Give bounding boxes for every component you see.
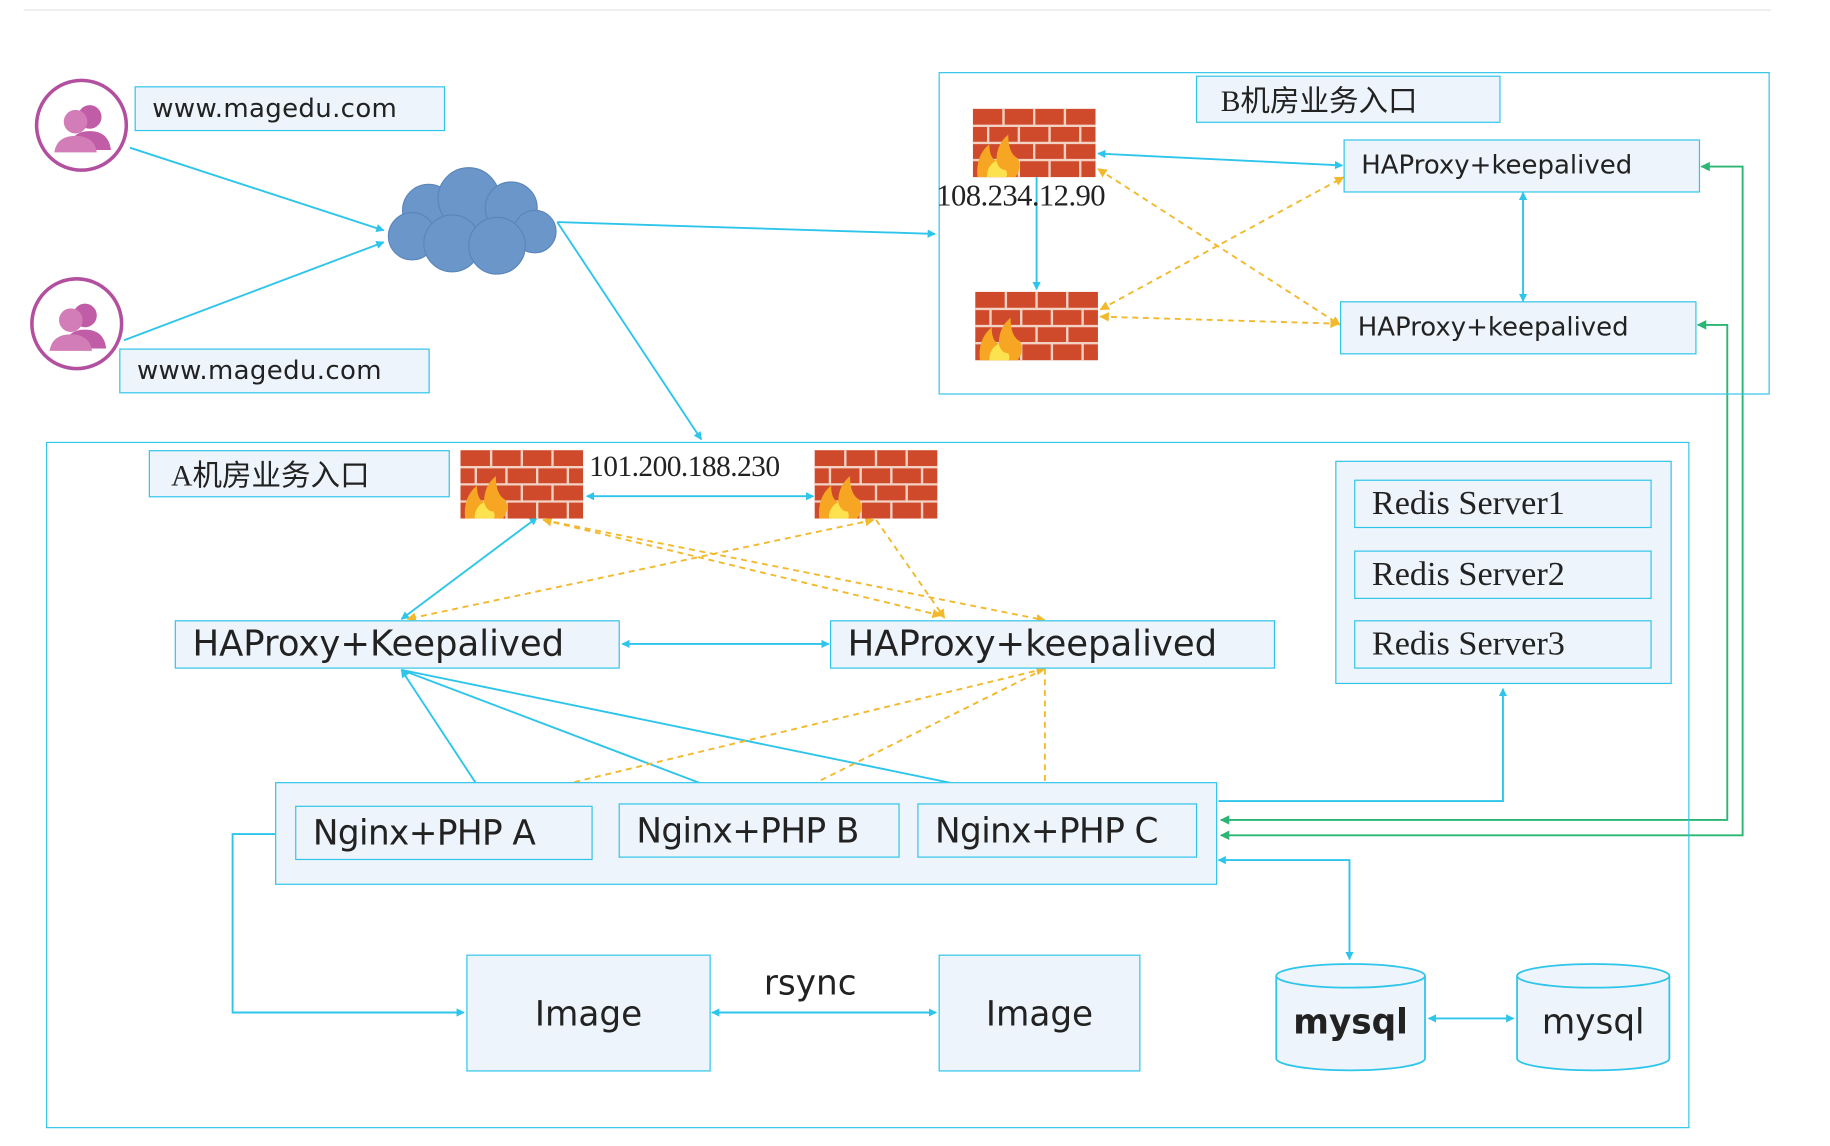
room-b-haproxy-2: HAProxy+keepalived (1339, 301, 1697, 355)
mysql-secondary-label: mysql (1541, 1001, 1645, 1042)
mysql-secondary: mysql (1515, 962, 1672, 1073)
top-divider (23, 9, 1771, 11)
user-bottom-domain: www.magedu.com (119, 348, 430, 394)
redis-server-2: Redis Server2 (1354, 550, 1652, 599)
image-storage-right: Image (938, 954, 1141, 1072)
orange-dashed-links (406, 168, 1345, 804)
nginx-php-c: Nginx+PHP C (917, 803, 1198, 858)
firewall-icon (814, 450, 938, 519)
room-a-haproxy-left: HAProxy+Keepalived (174, 620, 620, 669)
user-icon (34, 78, 129, 172)
nginx-php-b: Nginx+PHP B (618, 803, 900, 858)
mysql-primary-label: mysql (1293, 1001, 1408, 1042)
room-b-title: B机房业务入口 (1195, 75, 1501, 123)
mysql-primary: mysql (1274, 962, 1427, 1073)
room-a-haproxy-right: HAProxy+keepalived (829, 620, 1276, 669)
green-links (1219, 161, 1744, 841)
database-icon (1516, 963, 1671, 1072)
redis-server-3: Redis Server3 (1354, 620, 1652, 669)
firewall-icon (975, 291, 1098, 361)
image-storage-left: Image (466, 954, 711, 1072)
user-top-domain: www.magedu.com (134, 86, 446, 132)
nginx-php-a: Nginx+PHP A (295, 805, 593, 861)
firewall-icon (972, 108, 1096, 178)
rsync-label: rsync (763, 962, 857, 1004)
user-icon (30, 277, 124, 371)
redis-server-1: Redis Server1 (1354, 479, 1652, 529)
room-a-firewall-ip: 101.200.188.230 (589, 451, 780, 484)
room-b-firewall-ip: 108.234.12.90 (936, 178, 1106, 213)
database-icon (1275, 963, 1426, 1072)
cloud-icon (387, 167, 557, 275)
room-a-title: A机房业务入口 (148, 450, 450, 498)
firewall-icon (460, 450, 584, 519)
room-b-haproxy-1: HAProxy+keepalived (1343, 139, 1701, 193)
